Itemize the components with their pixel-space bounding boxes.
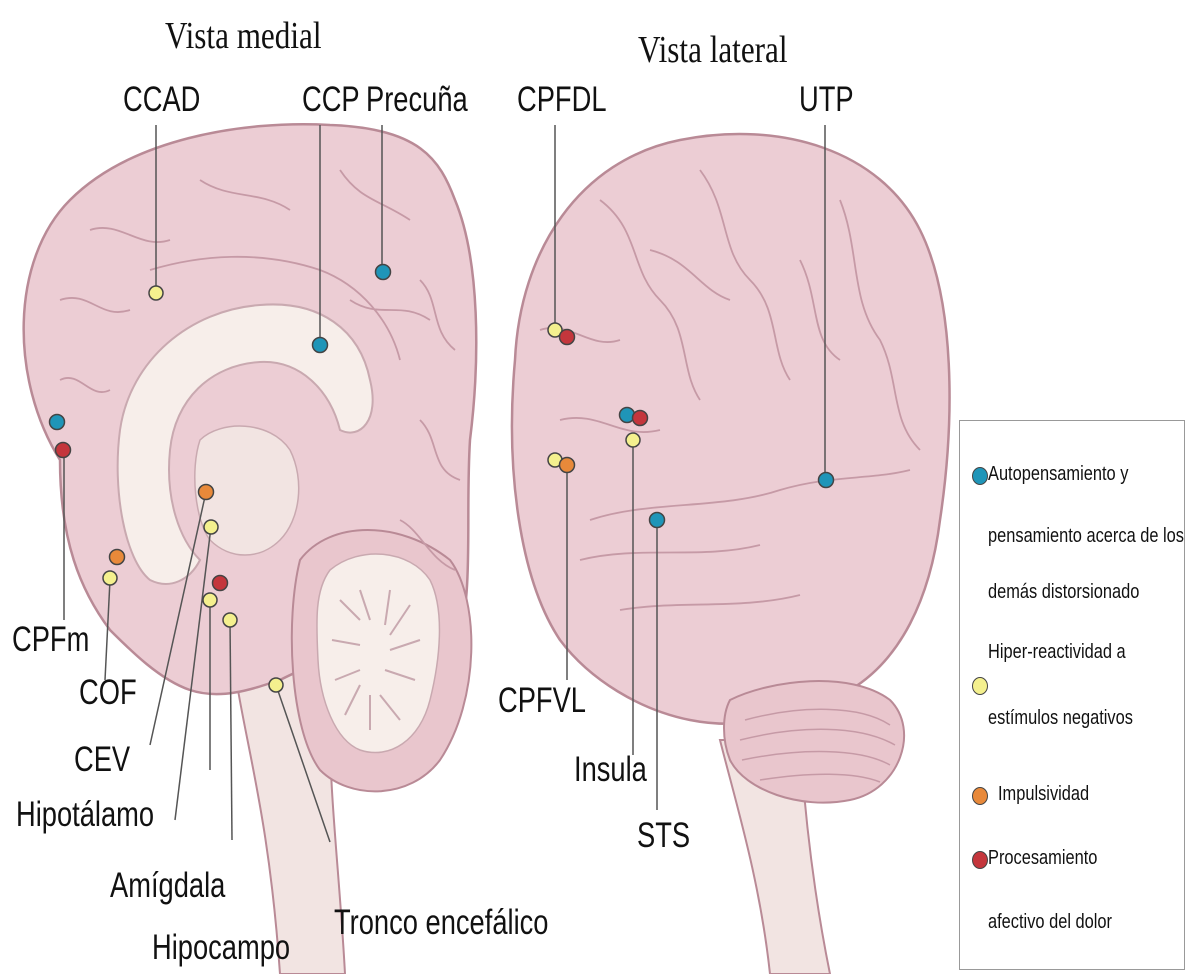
label-ccp: CCP [302,82,360,117]
label-cpfvl: CPFVL [498,683,586,718]
title-lateral-view: Vista lateral [638,28,788,72]
label-amigdala: Amígdala [110,868,225,903]
marker-ccp-blue [313,338,328,353]
legend-blue-line-3: demás distorsionado [988,581,1139,604]
legend-blue-line-1: Autopensamiento y [988,463,1128,486]
label-hipocampo: Hipocampo [152,930,290,965]
legend-blue-dot [972,467,988,485]
label-cev: CEV [74,742,130,777]
label-utp: UTP [799,82,854,117]
legend-blue-line-2: pensamiento acerca de los [988,525,1184,548]
label-cof: COF [79,675,137,710]
marker-cof-orange [110,550,125,565]
label-cpfdl: CPFDL [517,82,607,117]
legend-orange-dot [972,787,988,805]
marker-sts-blue [650,513,665,528]
legend-red-line-2: afectivo del dolor [988,911,1112,934]
marker-cev-orange [199,485,214,500]
lateral-brain [512,134,950,974]
legend-red-line-1: Procesamiento [988,847,1097,870]
legend: Autopensamiento y pensamiento acerca de … [959,420,1185,970]
label-precuna: Precuña [366,82,468,117]
marker-cpfm-blue [50,415,65,430]
label-cpfm: CPFm [12,622,89,657]
label-tronco-encefalico: Tronco encefálico [334,905,548,940]
legend-yellow-line-1: Hiper-reactividad a [988,641,1126,664]
label-hipotalamo: Hipotálamo [16,797,154,832]
marker-precuna-blue [376,265,391,280]
medial-brain [24,124,477,974]
marker-insula-red [633,411,648,426]
marker-ccad-yellow [149,286,163,300]
label-ccad: CCAD [123,82,200,117]
label-insula: Insula [574,752,647,787]
marker-insula-yellow [626,433,640,447]
marker-hipotalamo-yellow [204,520,218,534]
legend-yellow-line-2: estímulos negativos [988,707,1133,730]
label-sts: STS [637,818,690,853]
legend-yellow-dot [972,677,988,695]
marker-amigdala-yellow [203,593,217,607]
marker-hipocampo-yellow [223,613,237,627]
marker-cpfvl-orange [560,458,575,473]
lateral-hemisphere [512,134,950,724]
legend-orange-line-1: Impulsividad [998,783,1089,806]
marker-tronco-yellow [269,678,283,692]
title-medial-view: Vista medial [165,14,321,58]
marker-utp-blue [819,473,834,488]
marker-amigdala-red [213,576,228,591]
marker-cof-yellow [103,571,117,585]
marker-cpfdl-red [560,330,575,345]
marker-cpfm-red [56,443,71,458]
legend-red-dot [972,851,988,869]
